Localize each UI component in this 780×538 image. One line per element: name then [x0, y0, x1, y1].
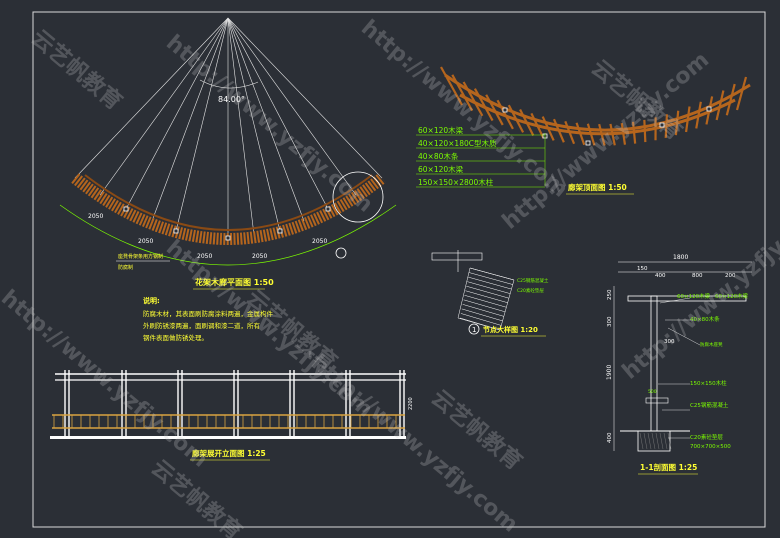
section-view: 1800 150 400 800 200 250 300 1900 400 30…: [606, 254, 752, 475]
section-side-dim-1: 250: [607, 289, 613, 300]
node-detail: C25钢筋混凝土 C20素砼垫层 1 节点大样图 1:20: [431, 250, 549, 337]
roof-spec-4: 60×120木梁: [418, 164, 464, 174]
roof-spec-5: 150×150×2800木柱: [418, 177, 494, 187]
roof-spec-3: 40×80木条: [418, 151, 459, 161]
elevation-view: 2200 廊架展开立面图 1:25: [50, 370, 414, 461]
section-spec-5: 150×150木柱: [690, 379, 727, 387]
roof-spec-1: 60×120木梁: [418, 125, 464, 135]
section-spec-6: C25钢筋混凝土: [690, 401, 729, 409]
notes-line-3: 钢件表面做防锈处理。: [143, 333, 208, 342]
notes-line-2: 外刷防锈漆两遍，面刷调和漆二道，所有: [143, 321, 261, 330]
drawing-frame: [32, 11, 766, 528]
notes-heading: 说明:: [143, 296, 160, 305]
plan-dim-5: 2050: [312, 238, 327, 245]
section-top-dim-4: 200: [725, 273, 736, 279]
roof-slats: [440, 66, 748, 146]
section-inner-dim-1: 300: [664, 339, 675, 345]
plan-label-2: 防腐制: [118, 264, 133, 271]
roof-title: 廊架顶面图 1:50: [568, 182, 627, 192]
node-title: 节点大样图 1:20: [483, 325, 538, 334]
notes-block: 说明: 防腐木材，其表面刷防腐涂料两遍，金属构件 外刷防锈漆两遍，面刷调和漆二道…: [143, 296, 274, 342]
watermark-brand-1: 云艺帆教育: [26, 25, 127, 116]
section-spec-8: 700×700×500: [690, 444, 731, 450]
node-spec-2: C20素砼垫层: [517, 287, 544, 294]
node-spec-1: C25钢筋混凝土: [517, 277, 549, 284]
section-spec-1: 60×120木梁: [677, 292, 711, 300]
node-number-circle: [468, 323, 480, 335]
elevation-dim: 2200: [408, 397, 414, 410]
plan-dim-2: 2050: [138, 238, 153, 245]
node-number: 1: [472, 326, 476, 334]
roof-spec-list: 60×120木梁 40×120×180C型木质 40×80木条 60×120木梁 150…: [416, 125, 546, 188]
section-side-dim-3: 1900: [606, 365, 613, 380]
section-side-dim-2: 300: [607, 316, 613, 327]
plan-label-1: 座凳骨架条用方钢制: [118, 253, 163, 260]
plan-angle-arc: [199, 79, 259, 89]
section-title: 1-1剖面图 1:25: [640, 462, 697, 472]
watermark-url-2: http://www.yzfjy.com: [356, 15, 572, 202]
section-inner-dim-2: 500: [648, 389, 657, 395]
section-spec-7: C20素砼垫层: [690, 433, 723, 441]
watermark-url-1: http://www.yzfjy.com: [161, 30, 377, 217]
section-spec-4: 防腐木座凳: [700, 341, 723, 348]
watermark-url-7: http://www.yzfjy.com: [618, 198, 780, 385]
roof-spec-2: 40×120×180C型木质: [418, 138, 497, 148]
plan-title: 花架木廊平面图 1:50: [195, 277, 274, 287]
roof-view: 60×120木梁 40×120×180C型木质 40×80木条 60×120木梁 150…: [416, 66, 751, 195]
elevation-title: 廊架展开立面图 1:25: [192, 448, 266, 458]
plan-dim-3: 2050: [197, 253, 212, 260]
plan-inner-arc: [84, 174, 373, 231]
plan-dim-4: 2050: [252, 253, 267, 260]
section-spec-3: 40×80木条: [690, 315, 720, 323]
plan-dim-arc: [59, 204, 397, 266]
section-spec-2: 60×120木梁: [715, 292, 749, 300]
section-top-dim-1: 150: [637, 266, 648, 272]
plan-detail-circle: [332, 171, 384, 223]
plan-columns: [123, 206, 331, 241]
plan-radial-lines: [74, 17, 383, 238]
section-top-dim-3: 800: [692, 273, 703, 279]
plan-detail-marker: [335, 247, 347, 259]
section-side-dim-4: 400: [607, 432, 613, 443]
plan-view: 84.00° 2050 2050 2050 2050 2050 座凳骨架条用方钢…: [59, 17, 397, 290]
section-top-dim-total: 1800: [673, 254, 688, 261]
plan-dim-1: 2050: [88, 213, 103, 220]
plan-angle-label: 84.00°: [218, 95, 245, 104]
section-top-dim-2: 400: [655, 273, 666, 279]
notes-line-1: 防腐木材，其表面刷防腐涂料两遍，金属构件: [143, 309, 274, 318]
